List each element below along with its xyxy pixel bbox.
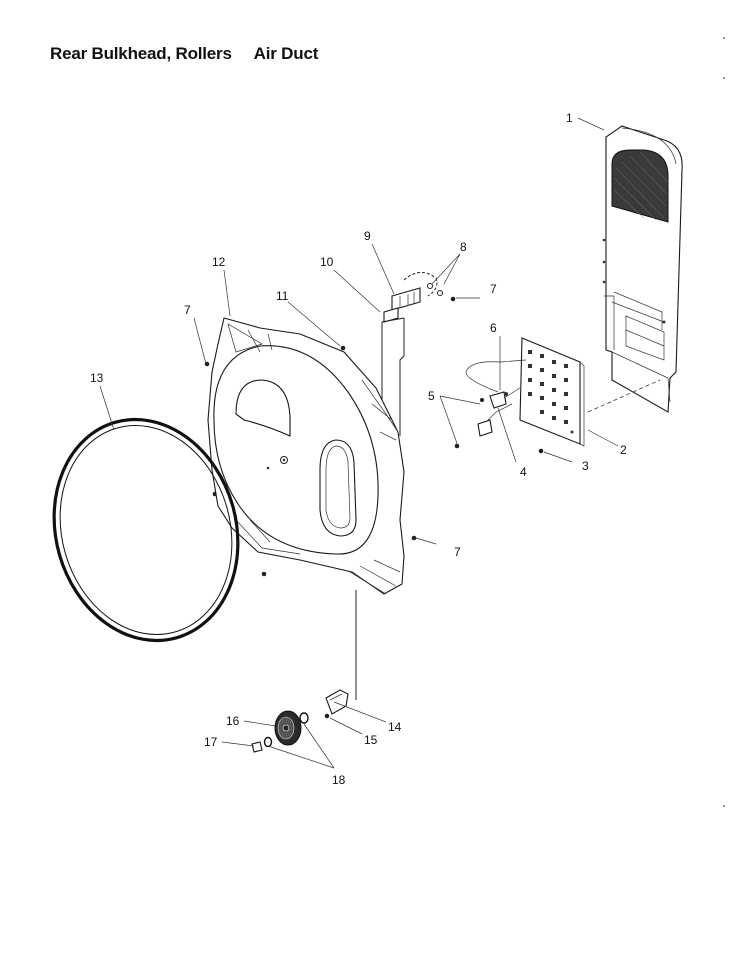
callout-11: 11 (276, 289, 289, 303)
callout-16: 16 (226, 714, 240, 728)
leader-lines (99, 117, 619, 769)
callout-9: 9 (364, 229, 371, 243)
title-air-duct: Air Duct (253, 44, 319, 63)
callout-1: 1 (566, 111, 573, 125)
callout-15: 15 (364, 733, 378, 747)
title-rollers: Rollers (175, 44, 232, 63)
terminal-block-parts (381, 272, 443, 436)
roller-assembly-parts (251, 590, 357, 753)
seal-ring-part (52, 417, 240, 643)
callout-12: 12 (212, 255, 226, 269)
callout-13: 13 (90, 371, 104, 385)
callout-7c: 7 (454, 545, 461, 559)
title-rear-bulkhead: Rear Bulkhead, (50, 44, 171, 63)
callout-3: 3 (582, 459, 589, 473)
callout-18: 18 (332, 773, 346, 787)
thermostat-parts (465, 359, 527, 437)
callout-7b: 7 (490, 282, 497, 296)
callout-17: 17 (204, 735, 218, 749)
callout-8: 8 (460, 240, 467, 254)
terminal-plate-part (519, 337, 585, 447)
rear-bulkhead-part (207, 317, 405, 595)
callout-2: 2 (620, 443, 627, 457)
screw-parts (204, 296, 544, 719)
callout-labels: 1 2 3 4 5 6 7 7 7 8 9 10 11 12 13 14 15 … (90, 111, 627, 787)
callout-5: 5 (428, 389, 435, 403)
page-title: Rear Bulkhead, Rollers Air Duct (50, 44, 318, 64)
air-duct-part (602, 125, 683, 413)
callout-4: 4 (520, 465, 527, 479)
callout-7a: 7 (184, 303, 191, 317)
callout-6: 6 (490, 321, 497, 335)
callout-10: 10 (320, 255, 334, 269)
assembly-guide-line (587, 379, 661, 413)
scan-specks (723, 37, 725, 807)
callout-14: 14 (388, 720, 402, 734)
